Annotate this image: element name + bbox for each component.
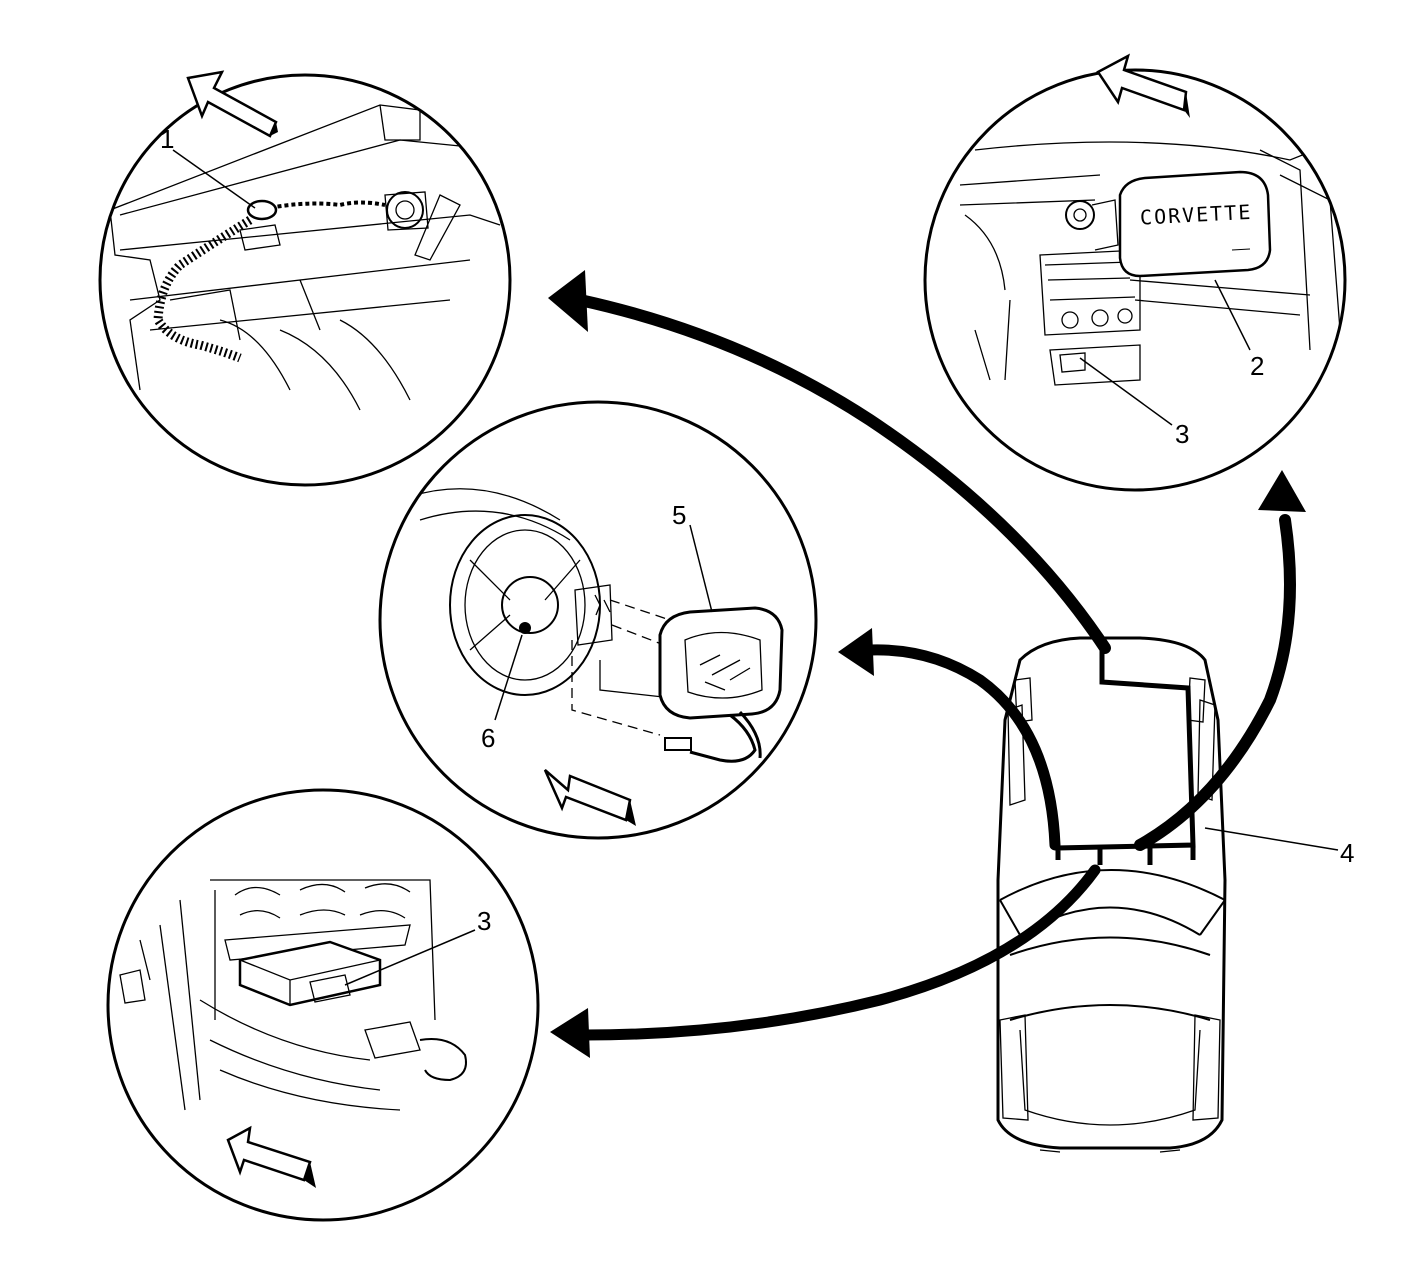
vehicle-top-view (996, 636, 1227, 1153)
detail-view-steering-wheel: 5 6 (378, 400, 818, 840)
callout-3-console: 3 (477, 906, 491, 936)
forward-arrow-icon (1096, 53, 1190, 118)
forward-arrow-icon (226, 1125, 316, 1188)
callout-6: 6 (481, 723, 495, 753)
passenger-airbag-panel: CORVETTE (1118, 170, 1272, 278)
forward-arrow-icon (186, 70, 278, 138)
harness-connector (239, 199, 281, 251)
callout-2: 2 (1250, 351, 1264, 381)
sensing-module (238, 940, 382, 1007)
view-pointer-arrow (1134, 470, 1306, 851)
view-pointer-arrow (548, 270, 1111, 654)
view-pointer-arrow (838, 628, 1061, 851)
callout-3-dash: 3 (1175, 419, 1189, 449)
callout-5: 5 (672, 500, 686, 530)
detail-view-console: 3 (106, 788, 540, 1222)
callout-4: 4 (1340, 838, 1354, 868)
driver-airbag-module (658, 606, 784, 763)
connector-block (384, 191, 429, 231)
detail-view-dashboard: CORVETTE 2 3 (923, 53, 1347, 492)
view-pointer-arrow (550, 864, 1101, 1058)
callout-1: 1 (160, 124, 174, 154)
forward-arrow-icon (543, 769, 636, 826)
corvette-badge: CORVETTE (1139, 200, 1252, 230)
detail-view-harness: 1 (98, 70, 512, 487)
